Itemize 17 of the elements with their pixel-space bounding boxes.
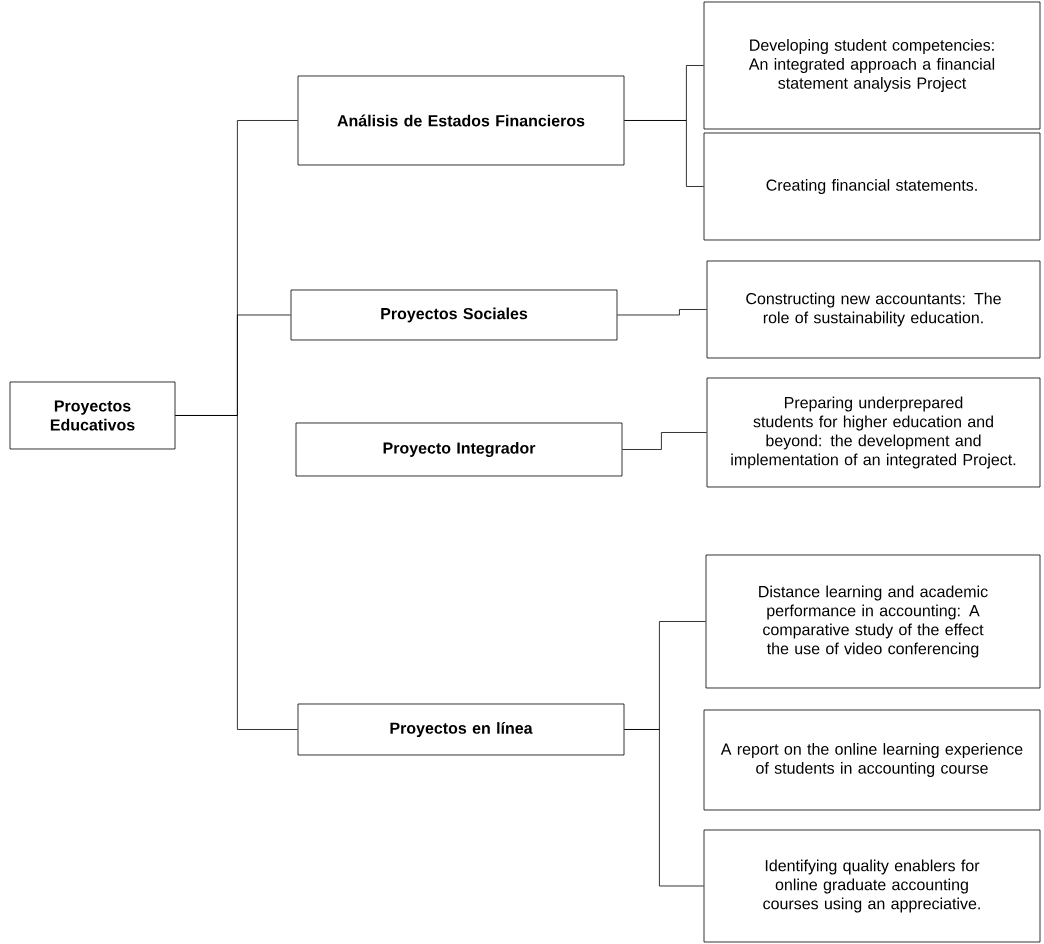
connector-line	[617, 309, 707, 316]
topic-box: Developing student competencies: An integrated approach a financial statement analysis Project	[703, 1, 1041, 130]
topic-box: Constructing new accountants: The role of sustainability education.	[706, 260, 1041, 359]
category-box: Proyecto Integrador	[295, 422, 623, 477]
topic-box: Distance learning and academic performance in accounting: A comparative study of the effect the use of video conferencing	[705, 554, 1041, 689]
connector-line	[175, 415, 298, 730]
connector-line	[622, 432, 707, 450]
root-box: Proyectos Educativos	[9, 381, 176, 450]
category-box: Proyectos Sociales	[290, 289, 618, 341]
connector-line	[624, 729, 704, 887]
connector-line	[624, 120, 704, 187]
category-box: Proyectos en línea	[297, 703, 625, 756]
topic-box: Identifying quality enablers for online graduate accounting courses using an appreciative.	[703, 829, 1041, 943]
topic-box: Creating financial statements.	[703, 132, 1041, 241]
topic-box: A report on the online learning experience of students in accounting course	[703, 709, 1041, 811]
category-box: Análisis de Estados Financieros	[297, 75, 625, 166]
topic-box: Preparing underprepared students for higher education and beyond: the development and implementation of an integrated Project.	[706, 377, 1041, 488]
